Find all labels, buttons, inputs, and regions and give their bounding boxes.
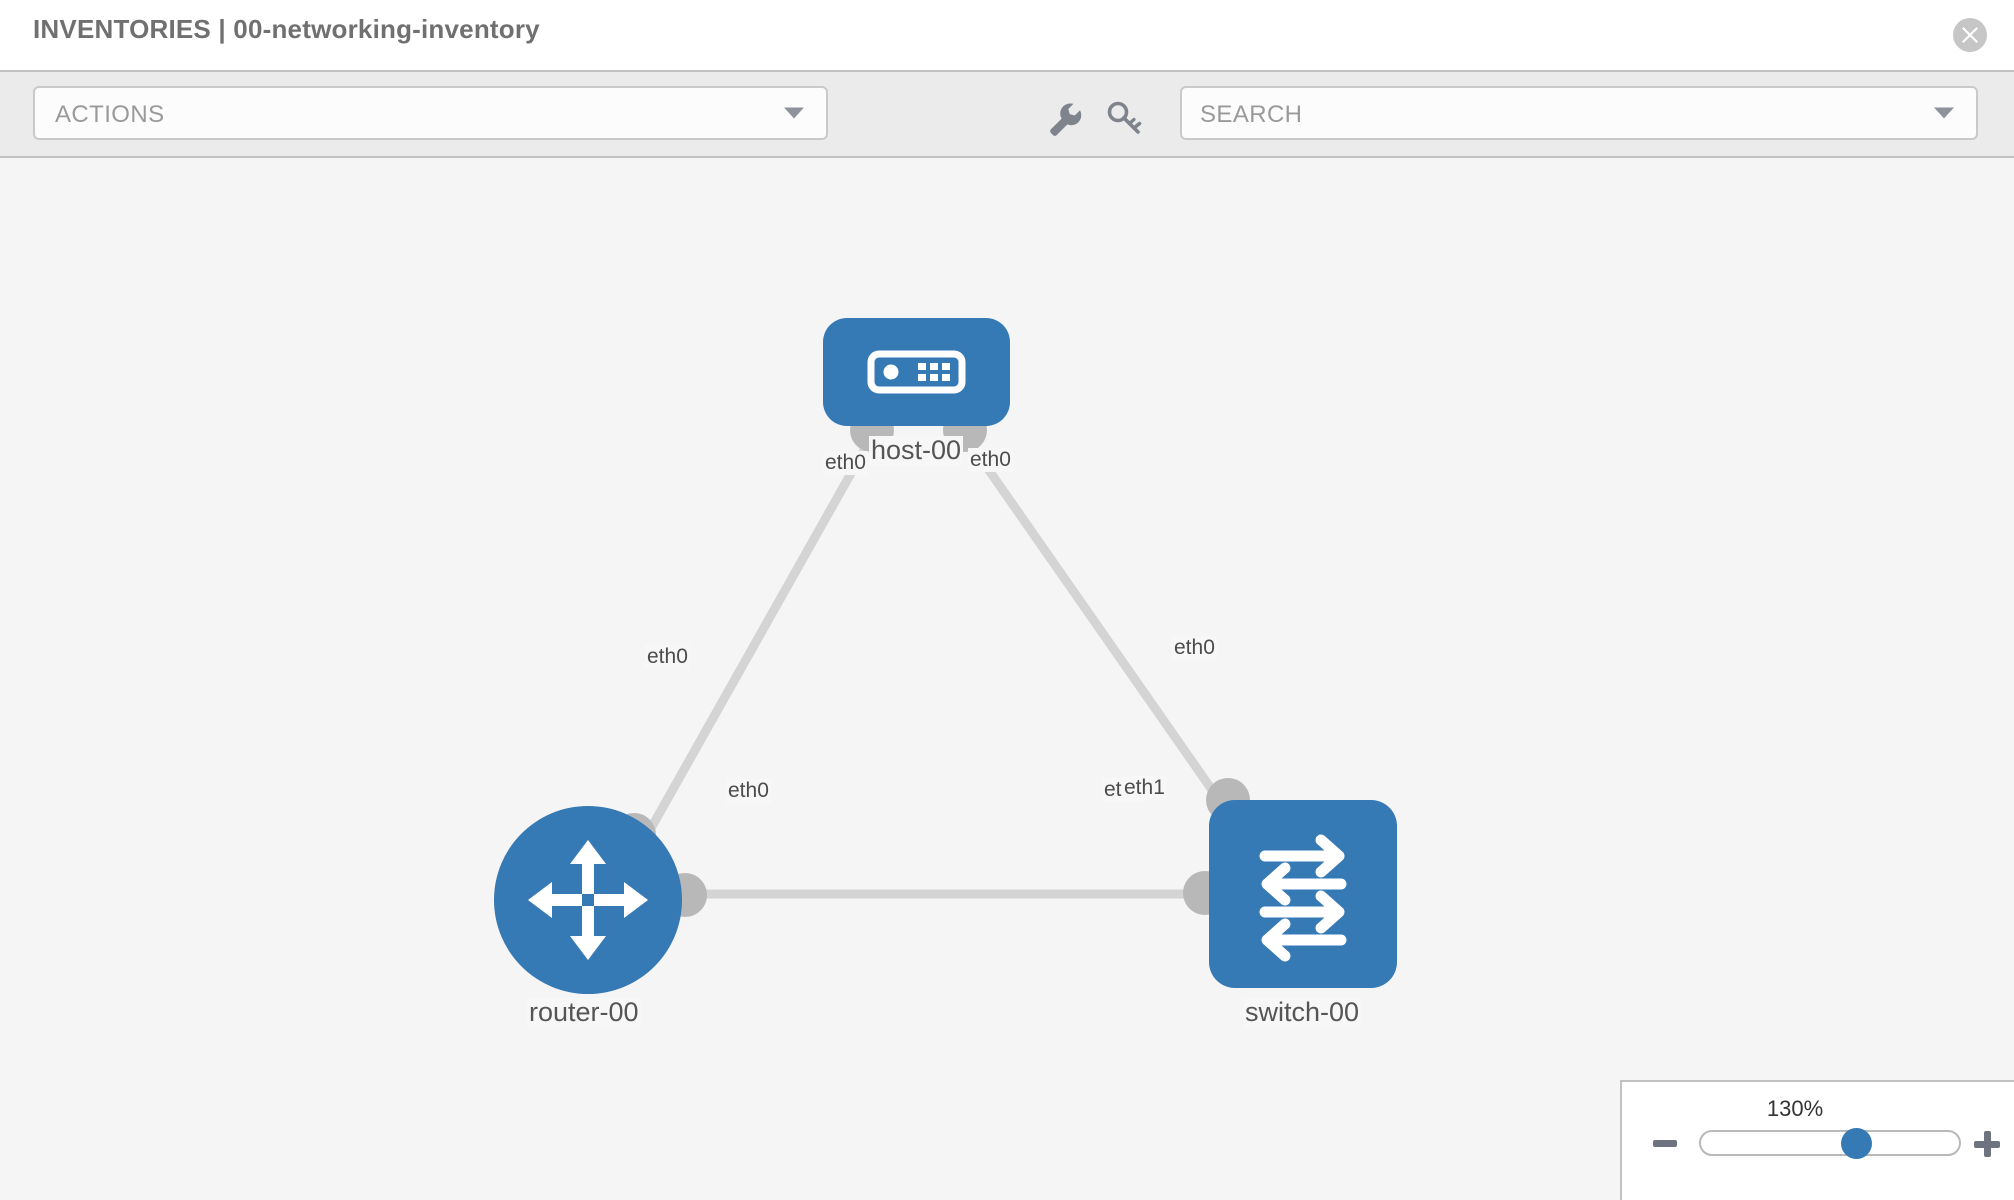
close-icon[interactable] [1953,18,1987,52]
interface-label-switch-up: eth0 [1172,636,1217,661]
actions-dropdown[interactable]: ACTIONS [33,86,828,140]
interface-label-router-right: eth0 [726,779,771,804]
node-label-router-00: router-00 [527,997,641,1028]
interface-label-host-right: eth0 [968,448,1013,473]
page-header: INVENTORIES | 00-networking-inventory [0,0,2014,70]
zoom-slider-thumb[interactable] [1841,1128,1872,1159]
key-icon[interactable] [1104,98,1144,138]
page-title: INVENTORIES | 00-networking-inventory [33,14,540,44]
zoom-control-panel: 130% [1620,1080,2014,1200]
zoom-slider-track[interactable] [1699,1130,1961,1156]
zoom-out-button[interactable] [1653,1140,1677,1147]
interface-label-switch-left-over: eth1 [1122,776,1167,801]
node-router-00[interactable] [494,806,682,994]
switch-icon [1259,834,1347,962]
node-switch-00[interactable] [1209,800,1397,988]
edge-host-router [646,433,876,833]
search-placeholder: SEARCH [1200,101,1303,128]
node-label-switch-00: switch-00 [1243,997,1362,1028]
zoom-in-button[interactable] [1974,1131,2000,1157]
wrench-icon[interactable] [1044,98,1084,138]
router-icon [528,840,648,960]
actions-dropdown-label: ACTIONS [55,101,165,128]
zoom-percent-label: 130% [1766,1096,1824,1121]
server-icon [867,350,966,394]
node-host-00[interactable] [823,318,1010,426]
topology-edges [646,433,1244,899]
toolbar: ACTIONS SEARCH [0,70,2014,158]
search-chevron-down-icon[interactable] [1934,107,1954,119]
node-label-host-00: host-00 [869,435,964,466]
edge-host-switch [961,433,1244,833]
interface-label-router-up: eth0 [645,645,690,670]
chevron-down-icon [784,107,804,119]
topology-canvas[interactable]: eth0 eth0 eth0 eth0 eth0 eth0 eth1 host-… [0,158,2014,1200]
interface-label-host-left: eth0 [823,451,868,476]
search-input[interactable]: SEARCH [1180,86,1978,140]
